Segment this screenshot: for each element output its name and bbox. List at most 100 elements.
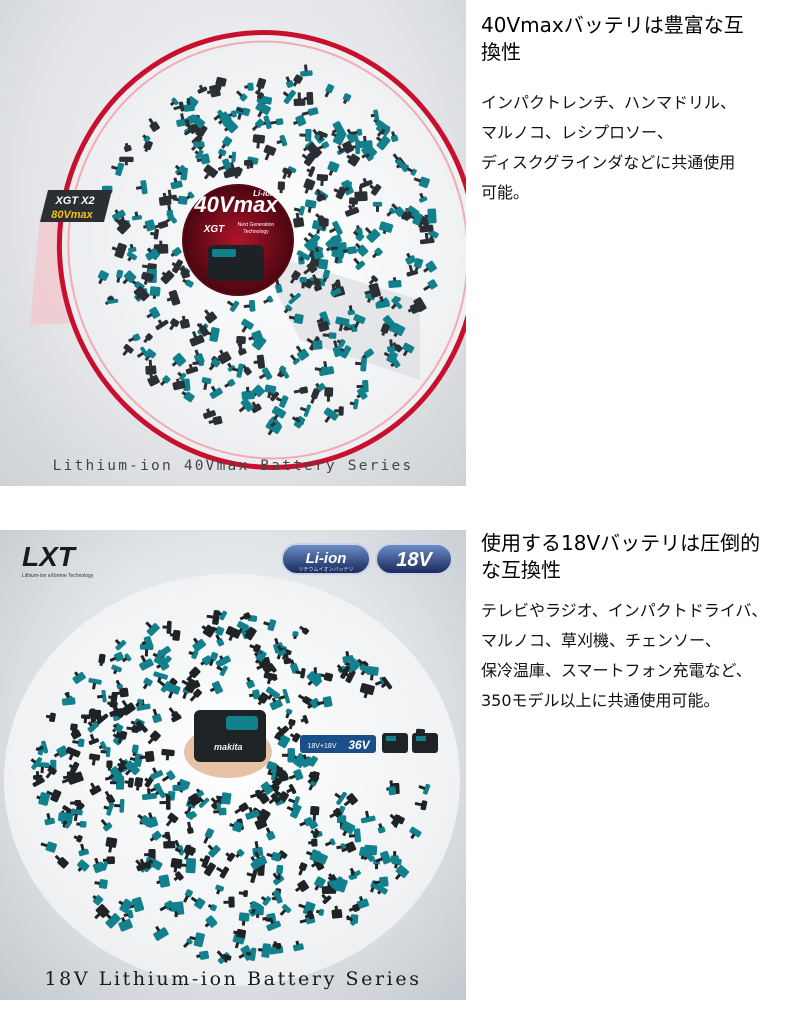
tool-silhouette: [274, 789, 289, 802]
tool-silhouette: [303, 178, 316, 194]
tool-silhouette: [369, 184, 382, 196]
tool-silhouette: [419, 221, 434, 233]
tool-silhouette: [359, 683, 375, 699]
tool-silhouette: [122, 344, 134, 357]
tool-silhouette: [380, 676, 393, 690]
tool-silhouette: [229, 821, 243, 833]
tool-silhouette: [136, 858, 152, 872]
tool-silhouette: [32, 771, 43, 780]
tool-silhouette: [110, 162, 125, 177]
tool-silhouette: [288, 719, 296, 730]
tool-silhouette: [124, 760, 140, 776]
tool-silhouette: [250, 900, 263, 915]
tool-silhouette: [88, 753, 101, 766]
tool-silhouette: [318, 218, 329, 230]
tool-silhouette: [295, 416, 304, 427]
tool-silhouette: [359, 664, 372, 676]
tool-silhouette: [289, 732, 301, 743]
tool-silhouette: [307, 771, 320, 784]
tool-silhouette: [314, 366, 329, 374]
tool-silhouette: [171, 352, 187, 367]
tool-silhouette: [316, 696, 333, 708]
tool-silhouette: [269, 697, 283, 711]
tool-silhouette: [264, 384, 277, 399]
tool-silhouette: [331, 905, 343, 919]
tool-silhouette: [234, 166, 243, 179]
tool-silhouette: [375, 296, 391, 309]
tool-silhouette: [241, 318, 254, 333]
tool-silhouette: [238, 912, 250, 926]
tool-silhouette: [378, 221, 394, 235]
tool-silhouette: [142, 134, 151, 143]
tool-silhouette: [89, 782, 102, 796]
tool-silhouette: [253, 851, 268, 868]
svg-text:18V+18V: 18V+18V: [308, 743, 337, 750]
tool-silhouette: [235, 90, 248, 102]
tool-silhouette: [149, 830, 162, 842]
tool-silhouette: [45, 712, 56, 723]
description-line: 保冷温庫、スマートフォン充電など、: [481, 661, 752, 680]
tool-silhouette: [200, 655, 213, 666]
tool-silhouette: [292, 74, 303, 87]
tool-silhouette: [207, 904, 217, 912]
tool-silhouette: [387, 339, 397, 353]
tool-silhouette: [166, 204, 174, 220]
tool-silhouette: [208, 651, 219, 667]
tool-silhouette: [234, 802, 249, 815]
tool-silhouette: [169, 629, 181, 641]
description-line: インパクトレンチ、ハンマドリル、: [481, 93, 737, 112]
tool-silhouette: [92, 894, 104, 906]
tool-silhouette: [317, 130, 328, 141]
tool-silhouette: [409, 826, 422, 840]
svg-text:Li-ion: Li-ion: [253, 189, 275, 198]
tool-silhouette: [310, 829, 320, 839]
40v-wedge: [255, 250, 420, 380]
tool-silhouette: [285, 76, 294, 88]
tool-silhouette: [343, 181, 352, 191]
tool-silhouette: [419, 232, 435, 245]
tool-silhouette: [165, 812, 179, 827]
tool-silhouette: [147, 730, 161, 745]
tool-silhouette: [199, 855, 211, 869]
tool-silhouette: [276, 134, 288, 147]
tool-silhouette: [103, 802, 114, 816]
tool-silhouette: [152, 708, 162, 724]
tool-silhouette: [263, 295, 274, 304]
description-line: ディスクグラインダなどに共通使用: [481, 153, 736, 172]
heading-line: な互換性: [481, 558, 561, 582]
tool-silhouette: [236, 107, 251, 117]
tool-silhouette: [239, 612, 251, 621]
tool-silhouette: [263, 144, 277, 161]
tool-silhouette: [201, 377, 212, 391]
tool-silhouette: [172, 195, 188, 205]
tool-silhouette: [142, 219, 156, 232]
tool-silhouette: [191, 115, 206, 130]
tool-silhouette: [172, 378, 186, 391]
svg-text:Lithium-ion eXtreme Technology: Lithium-ion eXtreme Technology: [22, 573, 94, 579]
tool-silhouette: [114, 218, 126, 227]
tool-silhouette: [124, 777, 134, 788]
svg-text:LXT: LXT: [22, 541, 78, 572]
tool-silhouette: [147, 373, 160, 387]
tool-silhouette: [365, 146, 378, 158]
tool-silhouette: [348, 828, 362, 843]
tool-silhouette: [275, 725, 289, 739]
tool-silhouette: [246, 868, 258, 884]
tool-silhouette: [123, 142, 132, 152]
tool-silhouette: [180, 858, 197, 874]
tool-silhouette: [202, 862, 216, 877]
tool-silhouette: [193, 135, 205, 148]
tool-silhouette: [105, 837, 118, 853]
description-line: 350モデル以上に共通使用可能。: [481, 691, 720, 710]
tool-silhouette: [266, 761, 278, 774]
tool-silhouette: [215, 884, 225, 895]
tool-silhouette: [126, 725, 139, 734]
tool-silhouette: [303, 236, 318, 252]
tool-silhouette: [303, 91, 314, 105]
18v-series-image: LXT Lithium-ion eXtreme Technology Li-io…: [0, 530, 466, 1000]
tool-silhouette: [223, 896, 235, 908]
tool-silhouette: [144, 348, 157, 362]
tool-silhouette: [394, 864, 410, 881]
tool-silhouette: [122, 270, 137, 285]
tool-silhouette: [286, 784, 297, 795]
